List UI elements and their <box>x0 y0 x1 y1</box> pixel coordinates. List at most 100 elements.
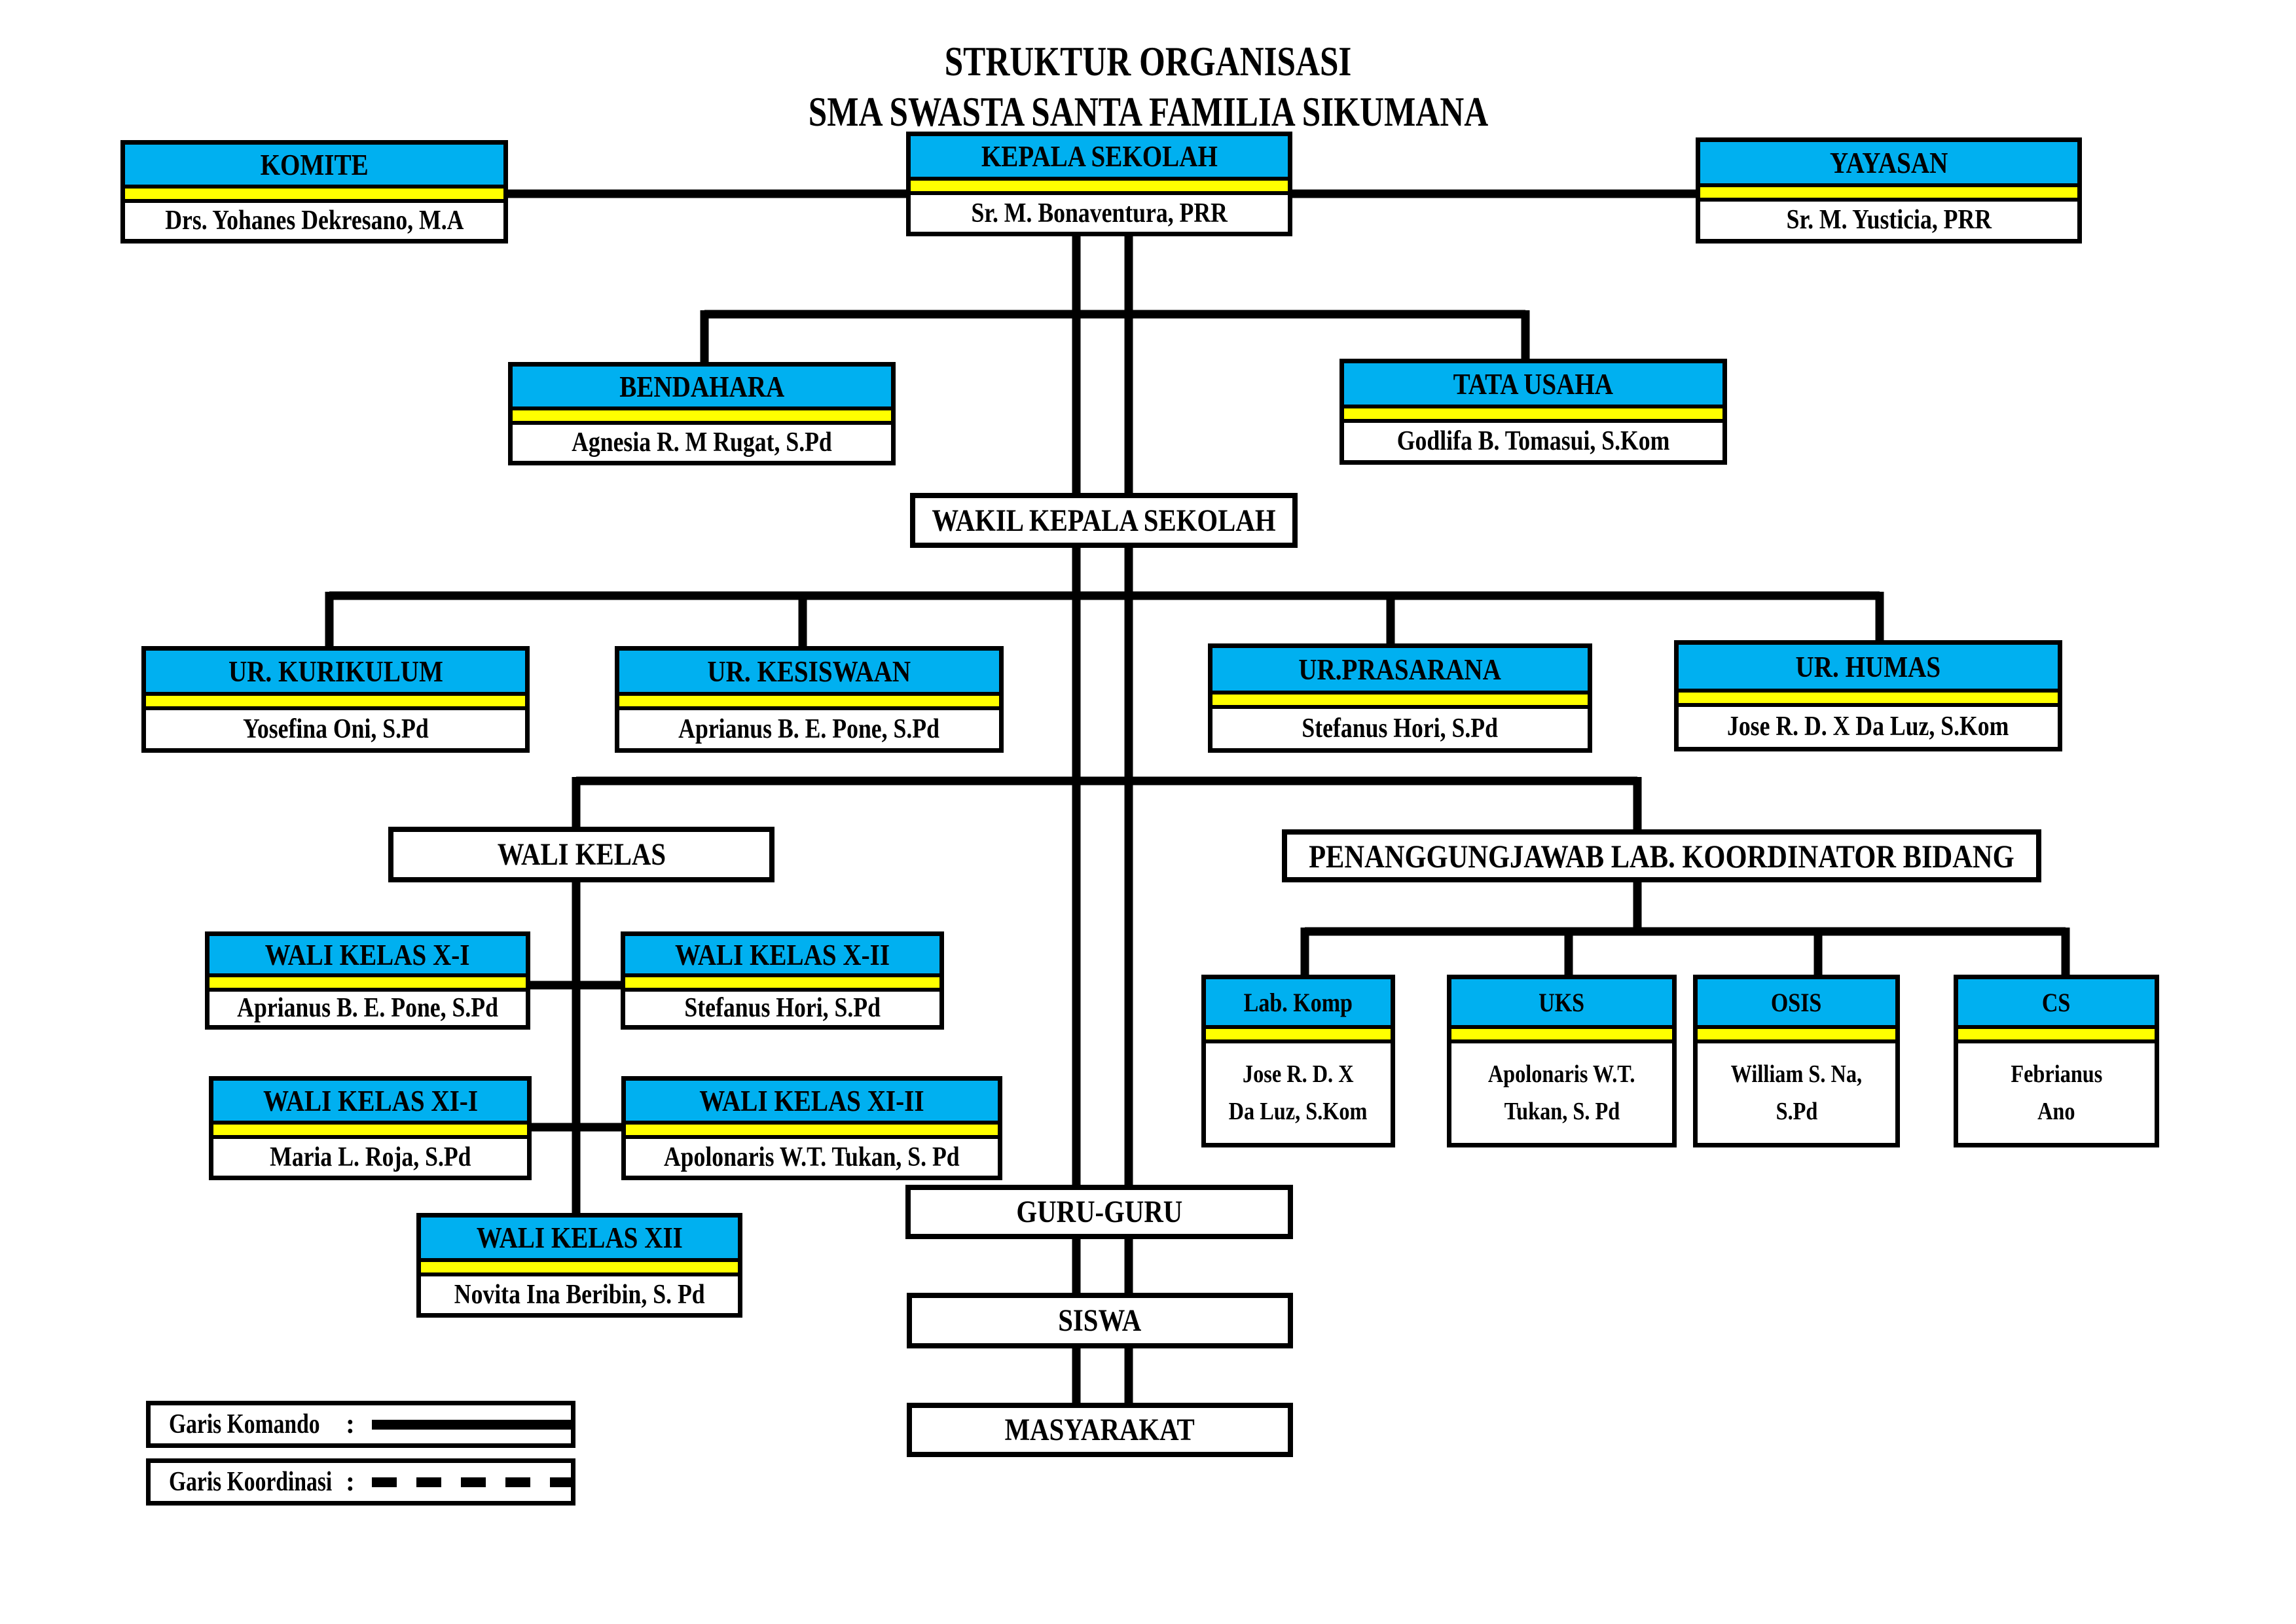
node-stripe <box>210 977 526 992</box>
node-header: UR. KESISWAAN <box>619 651 999 696</box>
org-node-masyarakat: MASYARAKAT <box>907 1403 1293 1457</box>
node-name: Maria L. Roja, S.Pd <box>269 1142 471 1172</box>
node-name: Stefanus Hori, S.Pd <box>684 993 881 1024</box>
title-line1: STRUKTUR ORGANISASI <box>944 38 1352 84</box>
node-header: CS <box>1958 979 2155 1029</box>
node-name: Drs. Yohanes Dekresano, M.A <box>164 206 464 236</box>
node-name: Stefanus Hori, S.Pd <box>1302 713 1499 744</box>
node-title: UR. HUMAS <box>1795 649 1941 683</box>
node-stripe <box>421 1261 738 1276</box>
node-name-line2: S.Pd <box>1776 1098 1817 1125</box>
node-body: Apolonaris W.T. Tukan, S. Pd <box>626 1139 998 1176</box>
node-header: KEPALA SEKOLAH <box>911 136 1288 181</box>
org-node-lab-komp: Lab. Komp Jose R. D. X Da Luz, S.Kom <box>1201 975 1395 1147</box>
org-node-wali-kelas-x1: WALI KELAS X-I Aprianus B. E. Pone, S.Pd <box>205 931 530 1030</box>
node-title: UR. KURIKULUM <box>228 655 443 688</box>
node-title: WALI KELAS XI-I <box>263 1084 478 1117</box>
node-title: UR.PRASARANA <box>1298 653 1502 686</box>
node-name: Novita Ina Beribin, S. Pd <box>454 1279 705 1310</box>
org-node-kepala-sekolah: KEPALA SEKOLAH Sr. M. Bonaventura, PRR <box>906 132 1292 236</box>
org-node-penanggungjawab: PENANGGUNGJAWAB LAB. KOORDINATOR BIDANG <box>1282 829 2041 882</box>
org-node-wakil-kepala-sekolah: WAKIL KEPALA SEKOLAH <box>910 493 1298 548</box>
node-title: Lab. Komp <box>1243 987 1353 1017</box>
node-name: Sr. M. Bonaventura, PRR <box>971 198 1228 228</box>
org-node-wali-kelas-x2: WALI KELAS X-II Stefanus Hori, S.Pd <box>621 931 944 1030</box>
node-title: CS <box>2042 987 2071 1017</box>
node-body: Godlifa B. Tomasui, S.Kom <box>1344 423 1722 461</box>
node-stripe <box>625 977 939 992</box>
node-header: WALI KELAS X-I <box>210 936 526 977</box>
legend-garis-komando: Garis Komando : <box>146 1401 575 1448</box>
org-node-ur-kurikulum: UR. KURIKULUM Yosefina Oni, S.Pd <box>141 646 530 753</box>
node-name-line1: Apolonaris W.T. <box>1488 1060 1635 1088</box>
node-name-line1: William S. Na, <box>1730 1060 1863 1088</box>
node-header: Lab. Komp <box>1206 979 1391 1029</box>
legend-garis-koordinasi: Garis Koordinasi : <box>146 1458 575 1506</box>
node-body: Apolonaris W.T. Tukan, S. Pd <box>1451 1043 1672 1143</box>
node-stripe <box>1212 695 1588 709</box>
node-header: BENDAHARA <box>513 367 891 410</box>
org-node-tata-usaha: TATA USAHA Godlifa B. Tomasui, S.Kom <box>1339 359 1727 465</box>
node-title: WALI KELAS <box>497 837 666 872</box>
node-name: Yosefina Oni, S.Pd <box>242 714 429 744</box>
org-node-ur-humas: UR. HUMAS Jose R. D. X Da Luz, S.Kom <box>1674 640 2062 751</box>
org-node-ur-prasarana: UR.PRASARANA Stefanus Hori, S.Pd <box>1208 643 1592 753</box>
node-stripe <box>1344 408 1722 423</box>
node-title: SISWA <box>1058 1303 1142 1338</box>
node-body: Agnesia R. M Rugat, S.Pd <box>513 425 891 461</box>
node-title: GURU-GURU <box>1016 1195 1182 1229</box>
title-line2: SMA SWASTA SANTA FAMILIA SIKUMANA <box>808 88 1488 135</box>
node-name: Apolonaris W.T. Tukan, S. Pd <box>664 1142 960 1172</box>
node-stripe <box>513 410 891 425</box>
org-node-ur-kesiswaan: UR. KESISWAAN Aprianus B. E. Pone, S.Pd <box>615 646 1004 753</box>
node-body: Aprianus B. E. Pone, S.Pd <box>619 710 999 748</box>
node-title: WALI KELAS X-II <box>674 937 890 971</box>
solid-line-sample <box>372 1419 571 1430</box>
node-body: Stefanus Hori, S.Pd <box>625 992 939 1026</box>
node-title: WAKIL KEPALA SEKOLAH <box>932 503 1276 538</box>
node-title: TATA USAHA <box>1453 367 1614 401</box>
node-name: Aprianus B. E. Pone, S.Pd <box>237 993 498 1024</box>
node-title: MASYARAKAT <box>1004 1413 1195 1447</box>
node-name: Godlifa B. Tomasui, S.Kom <box>1396 426 1670 457</box>
node-stripe <box>1698 1029 1895 1043</box>
node-body: Drs. Yohanes Dekresano, M.A <box>125 203 503 240</box>
node-body: Maria L. Roja, S.Pd <box>213 1139 527 1176</box>
node-body: Aprianus B. E. Pone, S.Pd <box>210 992 526 1026</box>
node-name: Agnesia R. M Rugat, S.Pd <box>572 427 832 458</box>
page-title: STRUKTUR ORGANISASI SMA SWASTA SANTA FAM… <box>0 37 2296 137</box>
node-name-line2: Ano <box>2037 1098 2075 1125</box>
org-node-wali-kelas-xi1: WALI KELAS XI-I Maria L. Roja, S.Pd <box>209 1076 532 1180</box>
node-name-line2: Da Luz, S.Kom <box>1229 1098 1368 1125</box>
node-stripe <box>1206 1029 1391 1043</box>
node-stripe <box>1700 187 2077 202</box>
legend-colon: : <box>346 1467 355 1497</box>
node-body: Jose R. D. X Da Luz, S.Kom <box>1206 1043 1391 1143</box>
node-name: Jose R. D. X Da Luz, S.Kom <box>1727 712 2009 742</box>
node-stripe <box>1679 692 2058 707</box>
node-body: William S. Na, S.Pd <box>1698 1043 1895 1143</box>
node-title: OSIS <box>1771 987 1822 1017</box>
node-name-line1: Jose R. D. X <box>1243 1060 1354 1088</box>
node-title: WALI KELAS XI-II <box>699 1084 924 1117</box>
node-header: UR. HUMAS <box>1679 645 2058 693</box>
dashed-line-sample <box>372 1477 571 1487</box>
node-body: Sr. M. Bonaventura, PRR <box>911 195 1288 232</box>
node-title: YAYASAN <box>1829 145 1948 179</box>
node-title: BENDAHARA <box>619 369 784 403</box>
legend-label: Garis Koordinasi <box>169 1467 333 1497</box>
org-node-yayasan: YAYASAN Sr. M. Yusticia, PRR <box>1696 137 2082 244</box>
node-body: Stefanus Hori, S.Pd <box>1212 709 1588 748</box>
node-header: WALI KELAS XI-I <box>213 1081 527 1125</box>
org-node-uks: UKS Apolonaris W.T. Tukan, S. Pd <box>1447 975 1677 1147</box>
node-title: KOMITE <box>260 147 369 181</box>
node-title: UR. KESISWAAN <box>707 655 911 688</box>
node-body: Sr. M. Yusticia, PRR <box>1700 202 2077 240</box>
node-title: UKS <box>1539 987 1585 1017</box>
node-body: Febrianus Ano <box>1958 1043 2155 1143</box>
node-stripe <box>146 696 525 710</box>
node-name: Sr. M. Yusticia, PRR <box>1786 205 1992 236</box>
org-node-osis: OSIS William S. Na, S.Pd <box>1693 975 1900 1147</box>
